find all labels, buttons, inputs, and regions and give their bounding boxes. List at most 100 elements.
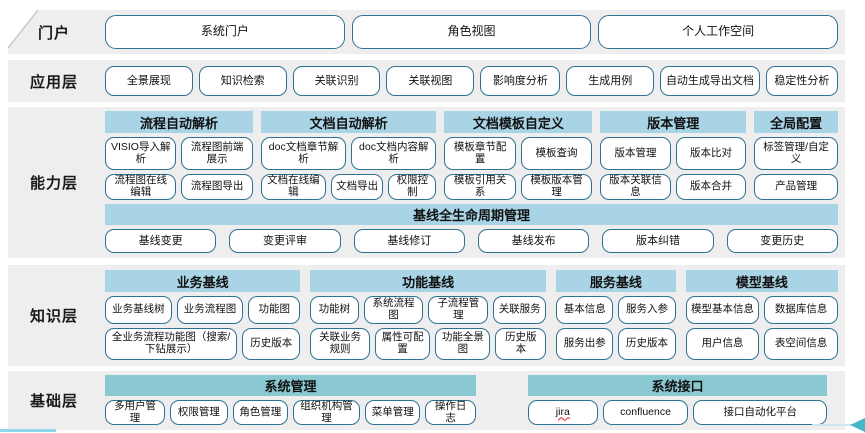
module-box: 菜单管理: [365, 400, 421, 425]
module-box: 系统流程图: [363, 296, 424, 324]
capability-group: 版本管理 版本管理 版本比对 版本关联信息 版本合并: [600, 111, 747, 200]
module-box: 子流程管理: [428, 296, 489, 324]
module-box: 角色视图: [351, 15, 592, 49]
module-box: 自动生成导出文档: [660, 66, 760, 96]
module-box: 全业务流程功能图（搜索/下钻展示）: [105, 328, 238, 360]
module-box: 操作日志: [425, 400, 476, 425]
group-header: 模型基线: [685, 270, 838, 292]
layer-label-capability: 能力层: [29, 175, 78, 192]
module-box: 基线变更: [105, 228, 217, 253]
module-box: 系统门户: [105, 15, 345, 49]
group-header: 业务基线: [105, 270, 301, 292]
knowledge-group: 模型基线 模型基本信息 数据库信息 用户信息 表空间信息: [685, 270, 838, 360]
group-header: 服务基线: [556, 270, 676, 292]
module-box: 关联识别: [292, 66, 381, 96]
module-box: 模板引用关系: [444, 174, 516, 200]
group-header: 文档模板自定义: [444, 111, 593, 133]
module-box: 关联视图: [386, 66, 475, 96]
capability-group: 文档模板自定义 模板章节配置 模板查询 模板引用关系 模板版本管理: [444, 111, 593, 200]
module-box: 版本纠错: [602, 228, 714, 253]
module-box: 稳定性分析: [765, 66, 838, 96]
module-box: 变更历史: [726, 228, 838, 253]
module-box: 变更评审: [229, 228, 341, 253]
module-box: 模板章节配置: [444, 137, 516, 170]
module-box: 用户信息: [685, 328, 760, 360]
module-box: 权限控制: [388, 174, 437, 200]
module-box: 业务流程图: [176, 296, 244, 324]
module-box: 模板版本管理: [520, 174, 593, 200]
layer-band-capability: 能力层 流程自动解析 VISIO导入解析 流程图前端展示 流程图在线编辑 流程图…: [8, 107, 845, 258]
module-box: 历史版本: [242, 328, 301, 360]
module-box: confluence: [602, 400, 689, 425]
module-box: 权限管理: [170, 400, 228, 425]
module-box: 功能全景图: [435, 328, 491, 360]
module-box: 服务入参: [618, 296, 676, 324]
knowledge-group: 功能基线 功能树 系统流程图 子流程管理 关联服务 关联业务规则 属性可配置 功…: [310, 270, 547, 360]
module-box: 关联业务规则: [310, 328, 370, 360]
pointer-arrow-icon: [850, 418, 865, 432]
module-box: 功能树: [310, 296, 359, 324]
module-box: 组织机构管理: [292, 400, 361, 425]
module-box: 标签管理/自定义: [754, 137, 838, 170]
module-box: VISIO导入解析: [105, 137, 177, 170]
module-box: doc文档内容解析: [351, 137, 437, 170]
module-box: 属性可配置: [374, 328, 431, 360]
capability-group: 流程自动解析 VISIO导入解析 流程图前端展示 流程图在线编辑 流程图导出: [105, 111, 253, 200]
module-box: 版本管理: [600, 137, 671, 170]
group-header: 系统接口: [527, 375, 827, 396]
knowledge-group: 服务基线 基本信息 服务入参 服务出参 历史版本: [556, 270, 676, 360]
module-box: doc文档章节解析: [260, 137, 347, 170]
bottom-accent-line: [0, 429, 56, 432]
layer-label-application: 应用层: [29, 73, 78, 91]
layer-label-portal: 门户: [37, 24, 70, 42]
layer-band-application: 应用层 全景展现 知识检索 关联识别 关联视图 影响度分析 生成用例 自动生成导…: [8, 60, 845, 102]
module-box: 个人工作空间: [598, 15, 839, 49]
module-box: 版本关联信息: [600, 174, 671, 200]
knowledge-group: 业务基线 业务基线树 业务流程图 功能图 全业务流程功能图（搜索/下钻展示） 历…: [105, 270, 301, 360]
group-header: 流程自动解析: [105, 111, 253, 133]
module-box: 文档在线编辑: [260, 174, 326, 200]
module-box: 影响度分析: [480, 66, 561, 96]
module-box: 知识检索: [198, 66, 287, 96]
module-box: 功能图: [248, 296, 301, 324]
jira-label: jira: [555, 405, 570, 418]
group-header: 功能基线: [310, 270, 547, 292]
module-box: 流程图导出: [181, 174, 253, 200]
group-header: 系统管理: [105, 375, 476, 396]
module-box: 角色管理: [232, 400, 288, 425]
module-box: 基本信息: [556, 296, 614, 324]
module-box: 关联服务: [493, 296, 547, 324]
module-box: 历史版本: [495, 328, 547, 360]
layer-band-knowledge: 知识层 业务基线 业务基线树 业务流程图 功能图 全业务流程功能图（搜索/下钻展…: [8, 265, 845, 366]
module-box: 模板查询: [520, 137, 593, 170]
module-box: 业务基线树: [105, 296, 172, 324]
layer-band-portal: 门户 系统门户 角色视图 个人工作空间: [8, 10, 845, 54]
group-header: 文档自动解析: [260, 111, 437, 133]
module-box: 生成用例: [566, 66, 655, 96]
layer-label-foundation: 基础层: [29, 393, 78, 410]
baseline-lifecycle-header: 基线全生命周期管理: [105, 204, 838, 225]
module-box: 基线发布: [477, 228, 590, 253]
module-box: 服务出参: [556, 328, 614, 360]
module-box: 文档导出: [330, 174, 384, 200]
module-box: 多用户管理: [105, 400, 166, 425]
group-header: 全局配置: [754, 111, 838, 133]
group-header: 版本管理: [600, 111, 747, 133]
module-box: 数据库信息: [764, 296, 838, 324]
module-box: 历史版本: [618, 328, 676, 360]
module-box: 流程图在线编辑: [105, 174, 177, 200]
module-box: 基线修订: [353, 228, 465, 253]
module-box: 流程图前端展示: [181, 137, 253, 170]
module-box: 模型基本信息: [685, 296, 760, 324]
pointer-line: [812, 424, 852, 426]
module-box: 接口自动化平台: [693, 400, 827, 425]
layer-label-knowledge: 知识层: [29, 308, 78, 325]
capability-group: 全局配置 标签管理/自定义 产品管理: [754, 111, 838, 200]
module-box: 表空间信息: [764, 328, 838, 360]
module-box: 版本合并: [675, 174, 747, 200]
module-box: 版本比对: [675, 137, 747, 170]
module-box: 全景展现: [105, 66, 193, 96]
module-box: jira: [527, 400, 598, 425]
foundation-group-system-management: 系统管理 多用户管理 权限管理 角色管理 组织机构管理 菜单管理 操作日志: [105, 375, 476, 425]
